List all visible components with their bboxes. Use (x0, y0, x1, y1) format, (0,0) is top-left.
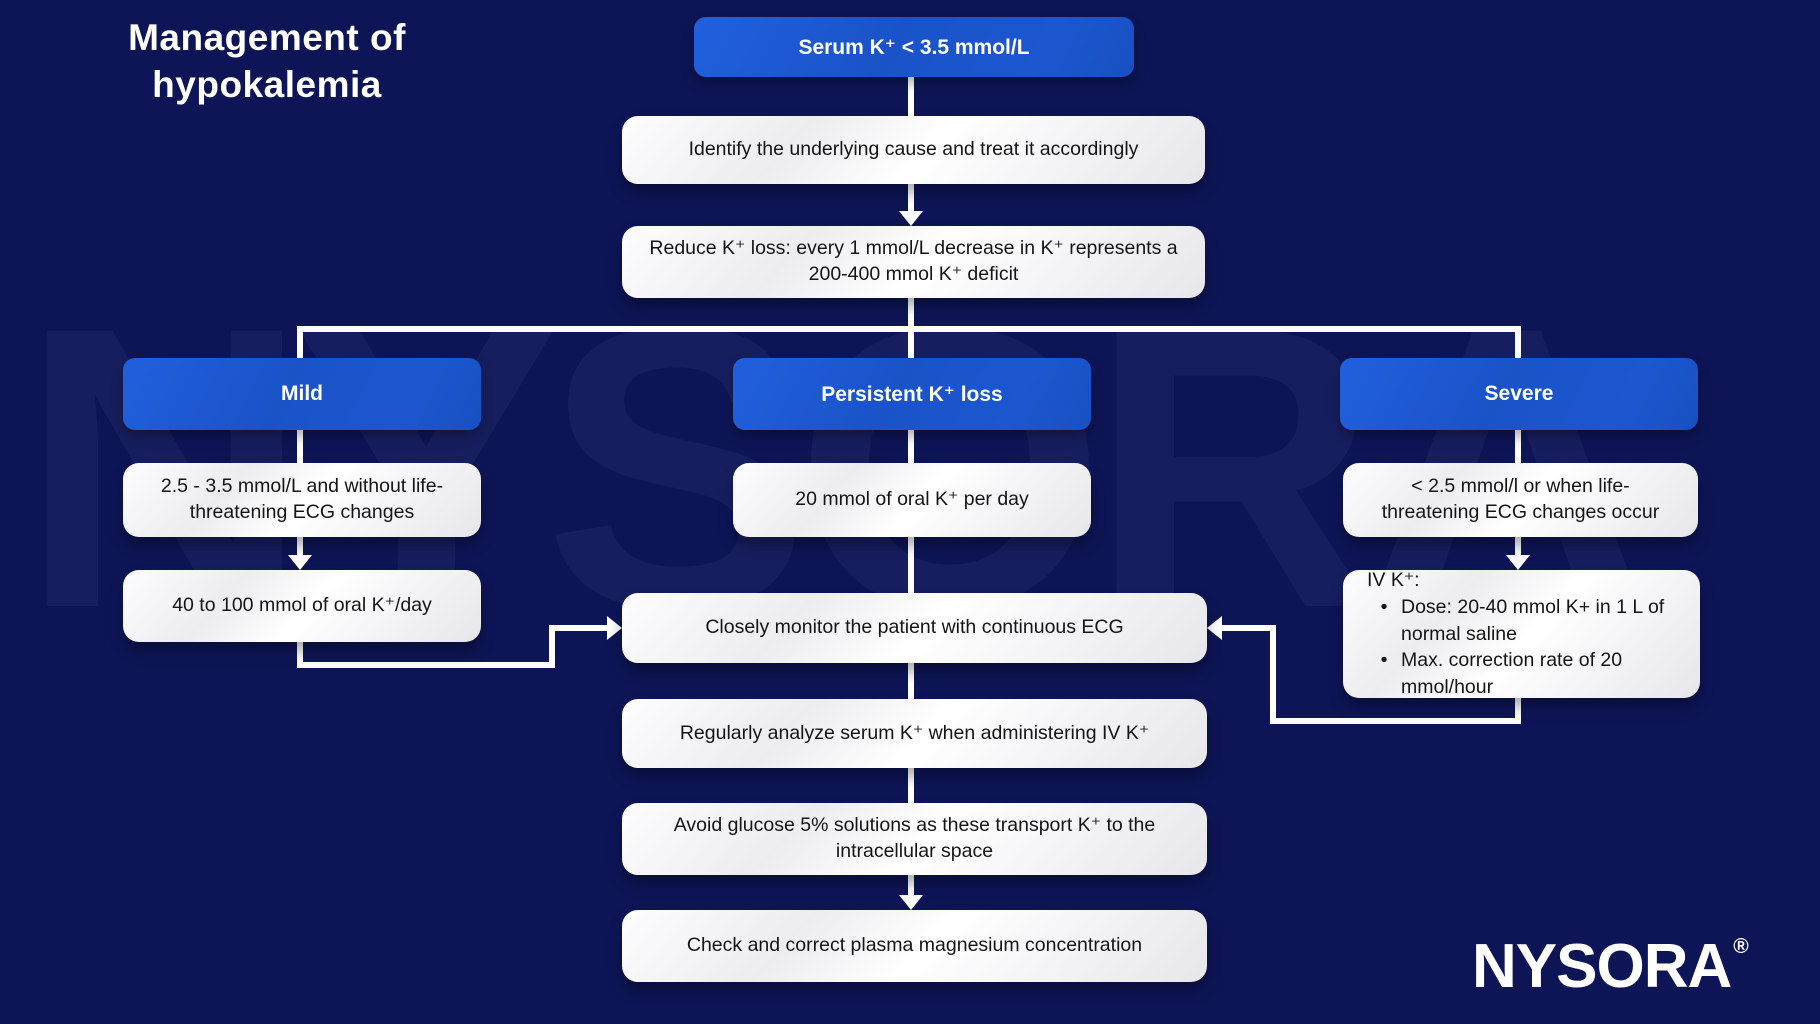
connector-severe-elbow-into (1222, 625, 1276, 631)
connector-branch-horizontal (297, 326, 1521, 332)
branch-mild-treatment: 40 to 100 mmol of oral K⁺/day (123, 570, 481, 642)
branch-severe-iv-box: IV K⁺: • Dose: 20-40 mmol K+ in 1 L of n… (1343, 568, 1700, 701)
branch-persistent-treatment: 20 mmol of oral K⁺ per day (733, 463, 1091, 537)
connector-branch-mild-stub (297, 326, 303, 358)
node-serum-threshold: Serum K⁺ < 3.5 mmol/L (694, 17, 1134, 77)
iv-item-rate: • Max. correction rate of 20 mmol/hour (1367, 647, 1684, 701)
connector-severe-elbow-drop (1515, 698, 1521, 724)
arrowhead-into-monitor-right (1207, 616, 1222, 640)
iv-title: IV K⁺: (1367, 568, 1420, 591)
connector-identify-reduce (908, 184, 914, 213)
nysora-logo-text: NYSORA (1472, 932, 1732, 1001)
registered-mark: ® (1733, 935, 1749, 958)
iv-item-dose: • Dose: 20-40 mmol K+ in 1 L of normal s… (1367, 594, 1684, 648)
branch-severe-header: Severe (1340, 358, 1698, 430)
arrowhead-into-monitor-left (607, 616, 622, 640)
connector-severe-header-criteria (1515, 430, 1521, 463)
connector-severe-elbow-run (1270, 718, 1521, 724)
connector-serum-identify (908, 77, 914, 116)
connector-mild-elbow-into (549, 625, 608, 631)
connector-branch-severe-stub (1515, 326, 1521, 358)
branch-mild-criteria: 2.5 - 3.5 mmol/L and without life-threat… (123, 463, 481, 537)
arrowhead-into-mild-dose (288, 555, 312, 570)
connector-severe-elbow-rise (1270, 625, 1276, 724)
connector-monitor-analyze (908, 663, 914, 699)
connector-mild-header-criteria (297, 430, 303, 463)
arrowhead-into-check (899, 895, 923, 910)
connector-persistent-header-box (908, 430, 914, 463)
bullet-glyph: • (1380, 595, 1388, 618)
connector-severe-criteria-iv (1515, 537, 1521, 557)
node-reduce-loss: Reduce K⁺ loss: every 1 mmol/L decrease … (622, 226, 1205, 298)
arrowhead-into-reduce (899, 211, 923, 226)
connector-mild-elbow-run (297, 662, 555, 668)
connector-avoid-check (908, 875, 914, 897)
iv-item-dose-text: Dose: 20-40 mmol K+ in 1 L of normal sal… (1401, 595, 1665, 645)
bullet-glyph: • (1380, 649, 1388, 672)
node-identify-cause: Identify the underlying cause and treat … (622, 116, 1205, 184)
arrowhead-into-iv (1506, 555, 1530, 570)
node-check-magnesium: Check and correct plasma magnesium conce… (622, 910, 1207, 982)
node-avoid-glucose: Avoid glucose 5% solutions as these tran… (622, 803, 1207, 875)
branch-mild-header: Mild (123, 358, 481, 430)
nysora-logo: NYSORA ® (1472, 932, 1749, 1001)
connector-analyze-avoid (908, 768, 914, 803)
page-title: Management of hypokalemia (128, 17, 406, 106)
branch-persistent-header: Persistent K⁺ loss (733, 358, 1091, 430)
branch-severe-criteria: < 2.5 mmol/l or when life-threatening EC… (1343, 463, 1698, 537)
node-analyze-serum: Regularly analyze serum K⁺ when administ… (622, 699, 1207, 768)
connector-mild-elbow-drop (297, 642, 303, 668)
connector-mild-criteria-dose (297, 537, 303, 557)
connector-persistent-monitor (908, 537, 914, 593)
iv-item-rate-text: Max. correction rate of 20 mmol/hour (1401, 649, 1623, 699)
node-monitor-ecg: Closely monitor the patient with continu… (622, 593, 1207, 663)
connector-mild-elbow-rise (549, 625, 555, 668)
